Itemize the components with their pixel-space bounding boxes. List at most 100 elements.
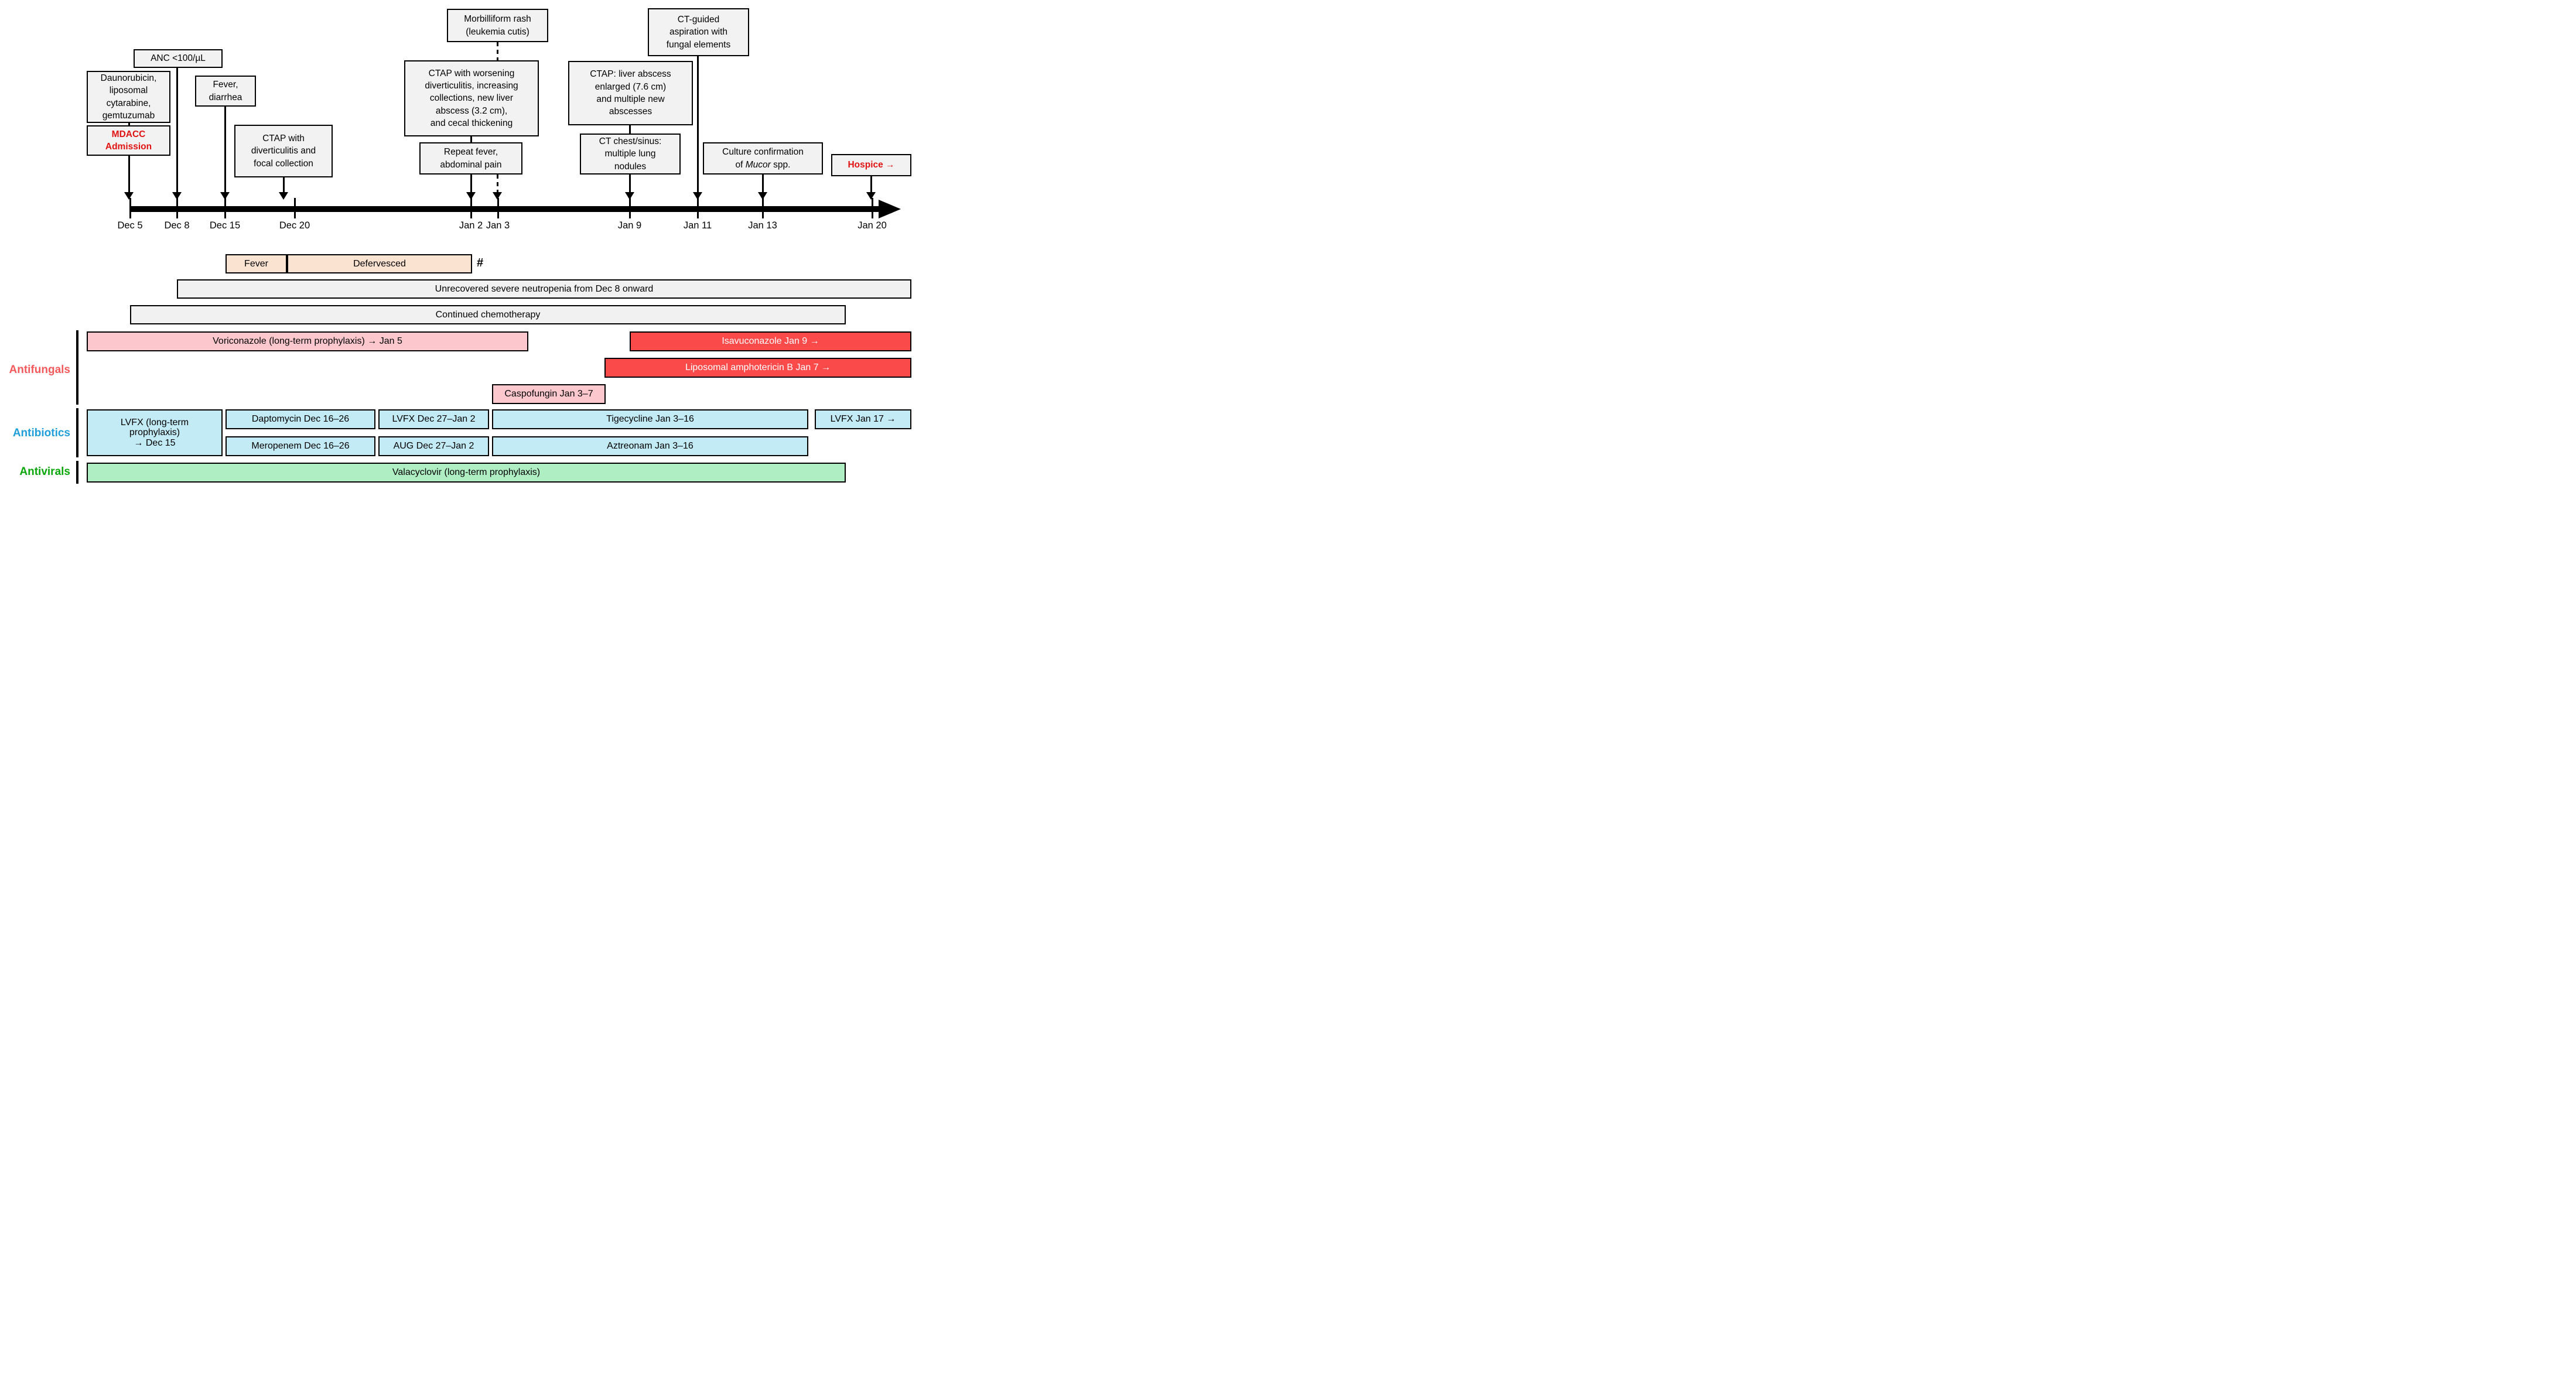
- chemo-regimen-text: Daunorubicin,: [100, 73, 157, 83]
- chemo-regimen-text: gemtuzumab: [102, 110, 155, 121]
- ct-chest-sinus-text: CT chest/sinus:: [599, 136, 662, 146]
- group-label-antifungals: Antifungals: [9, 364, 71, 376]
- ctap-worsening-text: and cecal thickening: [430, 118, 513, 129]
- fever-diarrhea-text: Fever,: [213, 80, 238, 90]
- timeline-tick-4: [470, 198, 472, 218]
- fever-to-dec15-arrowhead: [220, 192, 230, 200]
- ctap-diverticulitis-text: diverticulitis and: [251, 146, 316, 156]
- ctapliver-to-ctchest-line: [628, 125, 631, 134]
- anc-box: ANC <100/µL: [134, 49, 223, 68]
- date-label-2: Dec 15: [209, 220, 241, 231]
- fever-diarrhea-text: diarrhea: [209, 92, 242, 102]
- ctguided-to-jan11-line: [696, 56, 699, 194]
- date-label-4: Jan 2: [459, 220, 483, 231]
- valacyclovir-bar: Valacyclovir (long-term prophylaxis): [87, 463, 846, 483]
- rash-to-jan3-line: [496, 175, 498, 194]
- ctap-to-repeatfever-line: [470, 136, 472, 142]
- fever-diarrhea-box: Fever, diarrhea: [195, 76, 256, 107]
- hospice-to-jan20-arrowhead: [866, 192, 876, 200]
- timeline-tick-6: [628, 198, 631, 218]
- chemo-regimen-text: liposomal: [109, 85, 148, 96]
- ctap-diverticulitis-text: focal collection: [254, 158, 313, 169]
- ct-guided-aspiration-text: aspiration with: [669, 27, 728, 37]
- isavuconazole-bar: Isavuconazole Jan 9 →: [630, 331, 911, 351]
- timeline-tick-0: [129, 198, 131, 218]
- ctap-to-dec20-arrowhead: [279, 192, 288, 200]
- daptomycin-bar: Daptomycin Dec 16–26: [226, 409, 375, 429]
- tigecycline-bar: Tigecycline Jan 3–16: [492, 409, 808, 429]
- repeat-fever-box: Repeat fever,abdominal pain: [419, 142, 522, 175]
- timeline-arrowhead-icon: [879, 200, 901, 218]
- hospice-box: Hospice →: [831, 154, 911, 176]
- group-bracket-antifungals: [76, 330, 78, 405]
- date-label-0: Dec 5: [117, 220, 143, 231]
- timeline-axis: [130, 206, 879, 212]
- mdacc-to-dec5-arrowhead: [124, 192, 134, 200]
- anc-text: ANC <100/µL: [151, 53, 206, 64]
- anc-to-dec8-arrowhead: [172, 192, 182, 200]
- defervesced-bar: Defervesced: [287, 254, 472, 273]
- anc-to-dec8-line: [176, 68, 178, 194]
- date-label-6: Jan 9: [617, 220, 642, 231]
- fever-to-dec15-line: [224, 107, 226, 194]
- ctchest-to-jan9-arrowhead: [625, 192, 634, 200]
- mdacc-to-dec5-line: [128, 156, 130, 194]
- ct-guided-aspiration-text: fungal elements: [666, 39, 731, 50]
- timeline-tick-8: [761, 198, 764, 218]
- lvfx-longterm-bar-text: → Dec 15: [134, 437, 176, 448]
- rash-to-jan3-arrowhead: [493, 192, 502, 200]
- morbilliform-rash-text: Morbilliform rash: [464, 14, 531, 25]
- ct-chest-sinus-text: nodules: [614, 161, 647, 172]
- caspofungin-bar: Caspofungin Jan 3–7: [492, 384, 606, 404]
- fever-bar: Fever: [226, 254, 287, 273]
- ctap-worsening-text: collections, new liver: [429, 93, 514, 104]
- date-label-5: Jan 3: [486, 220, 510, 231]
- ct-chest-sinus-text: multiple lung: [604, 149, 656, 159]
- timeline-tick-1: [176, 198, 178, 218]
- ctap-diverticulitis-box: CTAP with diverticulitis and focal collect…: [234, 125, 333, 177]
- dauno-to-mdacc-line: [128, 123, 130, 125]
- group-label-antivirals: Antivirals: [19, 466, 70, 478]
- hash-annotation: #: [477, 256, 484, 269]
- group-label-antibiotics: Antibiotics: [12, 427, 70, 439]
- ctap-to-dec20-line: [282, 177, 285, 194]
- morbilliform-rash-box: Morbilliform rash(leukemia cutis): [447, 9, 548, 42]
- culture-confirmation-text: Culture confirmation: [722, 147, 804, 158]
- morbilliform-rash-text: (leukemia cutis): [466, 26, 529, 37]
- culture-to-jan13-line: [761, 175, 764, 194]
- repeatfever-to-jan2-line: [470, 175, 472, 194]
- repeat-fever-text: Repeat fever,: [443, 147, 498, 158]
- ctap-worsening-text: diverticulitis, increasing: [425, 80, 518, 91]
- ctchest-to-jan9-line: [628, 175, 631, 194]
- lvfx-dec27-bar: LVFX Dec 27–Jan 2: [378, 409, 489, 429]
- neutropenia-bar: Unrecovered severe neutropenia from Dec …: [177, 279, 911, 299]
- chemotherapy-bar: Continued chemotherapy: [130, 305, 846, 324]
- repeatfever-to-jan2-arrowhead: [466, 192, 476, 200]
- ctap-diverticulitis-text: CTAP with: [262, 133, 305, 143]
- hospice-text: Hospice →: [848, 160, 895, 170]
- group-bracket-antibiotics: [76, 408, 78, 457]
- meropenem-bar: Meropenem Dec 16–26: [226, 436, 375, 456]
- ct-chest-sinus-box: CT chest/sinus: multiple lung nodules: [580, 134, 681, 175]
- culture-confirmation-text: of Mucor spp.: [735, 159, 791, 170]
- date-label-8: Jan 13: [748, 220, 777, 231]
- ct-guided-aspiration-text: CT-guided: [677, 14, 720, 25]
- date-label-3: Dec 20: [279, 220, 310, 231]
- timeline-tick-7: [696, 198, 699, 218]
- ct-guided-aspiration-box: CT-guided aspiration with fungal elements: [648, 8, 749, 56]
- ctap-worsening-text: abscess (3.2 cm),: [435, 105, 508, 116]
- culture-to-jan13-arrowhead: [758, 192, 767, 200]
- aztreonam-bar: Aztreonam Jan 3–16: [492, 436, 808, 456]
- ctap-liver-abscess-text: and multiple new: [596, 94, 665, 104]
- aug-bar: AUG Dec 27–Jan 2: [378, 436, 489, 456]
- ctguided-to-jan11-arrowhead: [693, 192, 702, 200]
- date-label-1: Dec 8: [164, 220, 190, 231]
- mdacc-admission-text: MDACC: [111, 129, 146, 139]
- voriconazole-bar: Voriconazole (long-term prophylaxis) → J…: [87, 331, 528, 351]
